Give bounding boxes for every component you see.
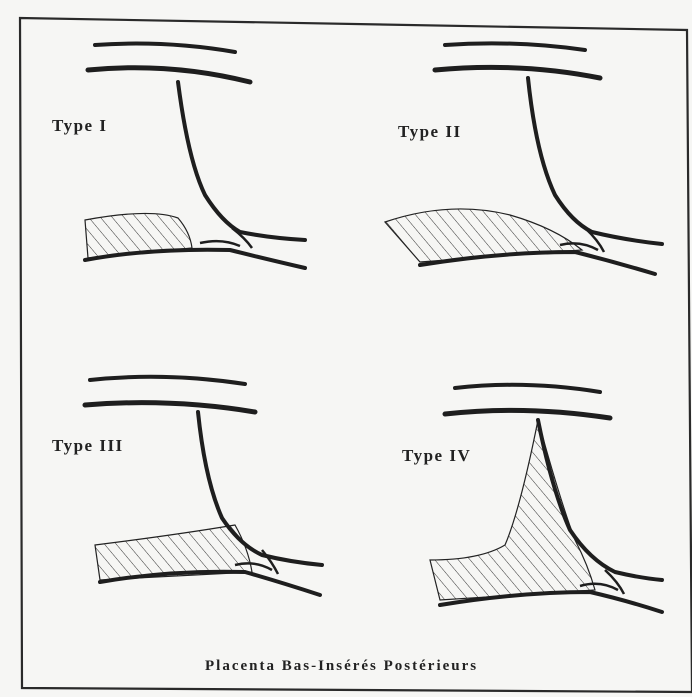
panel-label-type-2: Type II bbox=[398, 122, 462, 142]
panel-label-type-1: Type I bbox=[52, 116, 107, 136]
cervical-canal-line bbox=[528, 78, 662, 244]
panel-label-type-4: Type IV bbox=[402, 446, 471, 466]
upper-wall-arc bbox=[455, 385, 600, 392]
panel-type-2 bbox=[385, 43, 662, 274]
upper-wall-arc bbox=[95, 44, 235, 52]
panel-type-4 bbox=[430, 385, 662, 612]
lower-wall-line bbox=[100, 572, 320, 595]
upper-wall-arc bbox=[445, 43, 585, 50]
figure-caption: Placenta Bas-Insérés Postérieurs bbox=[205, 658, 478, 675]
cervical-canal-line bbox=[178, 82, 305, 240]
upper-wall-arc bbox=[85, 403, 255, 412]
upper-wall-arc bbox=[445, 410, 610, 418]
panel-type-1 bbox=[85, 44, 305, 268]
panel-label-type-3: Type III bbox=[52, 436, 124, 456]
panel-type-3 bbox=[85, 377, 322, 595]
upper-wall-arc bbox=[88, 68, 250, 82]
upper-wall-arc bbox=[435, 67, 600, 78]
upper-wall-arc bbox=[90, 377, 245, 384]
